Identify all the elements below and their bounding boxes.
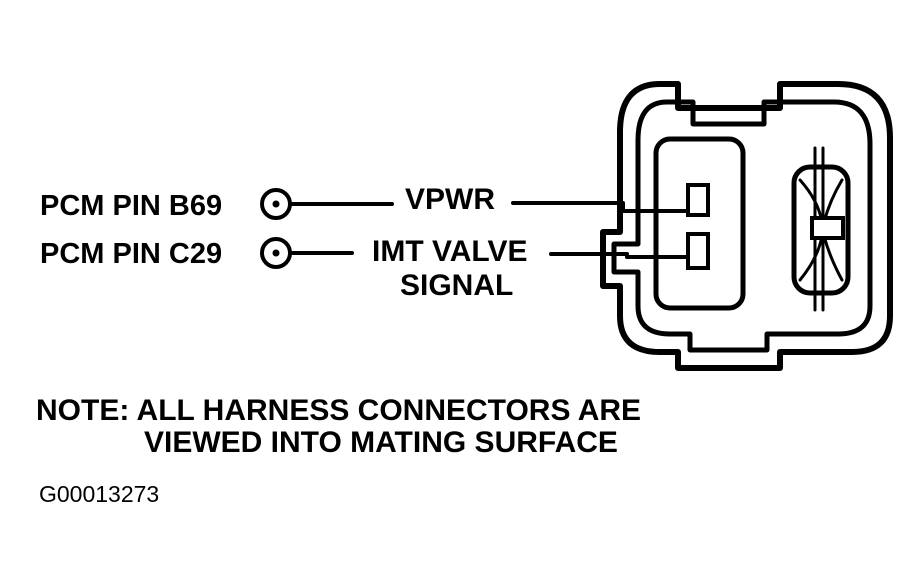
signal-label-vpwr: VPWR	[405, 183, 495, 216]
locking-latch	[791, 146, 851, 312]
pin-terminal-b69	[260, 188, 292, 220]
terminal-blade-vpwr	[686, 183, 710, 217]
note-line-2: VIEWED INTO MATING SURFACE	[144, 426, 618, 459]
figure-code: G00013273	[39, 481, 159, 507]
note-line-1: NOTE: ALL HARNESS CONNECTORS ARE	[36, 394, 641, 427]
wire-imt-right	[549, 252, 690, 259]
signal-label-imt-valve: IMT VALVE	[372, 235, 528, 268]
connector-inner-shell	[611, 99, 873, 353]
pin-label-c29: PCM PIN C29	[40, 238, 222, 270]
wire-vpwr-right	[511, 201, 690, 213]
connector-outer-shell	[600, 81, 893, 371]
pin-label-b69: PCM PIN B69	[40, 190, 222, 222]
signal-label-signal: SIGNAL	[400, 269, 513, 302]
pin-terminal-c29	[260, 237, 292, 269]
terminal-blade-imt	[686, 232, 710, 270]
terminal-cavity	[653, 136, 746, 311]
